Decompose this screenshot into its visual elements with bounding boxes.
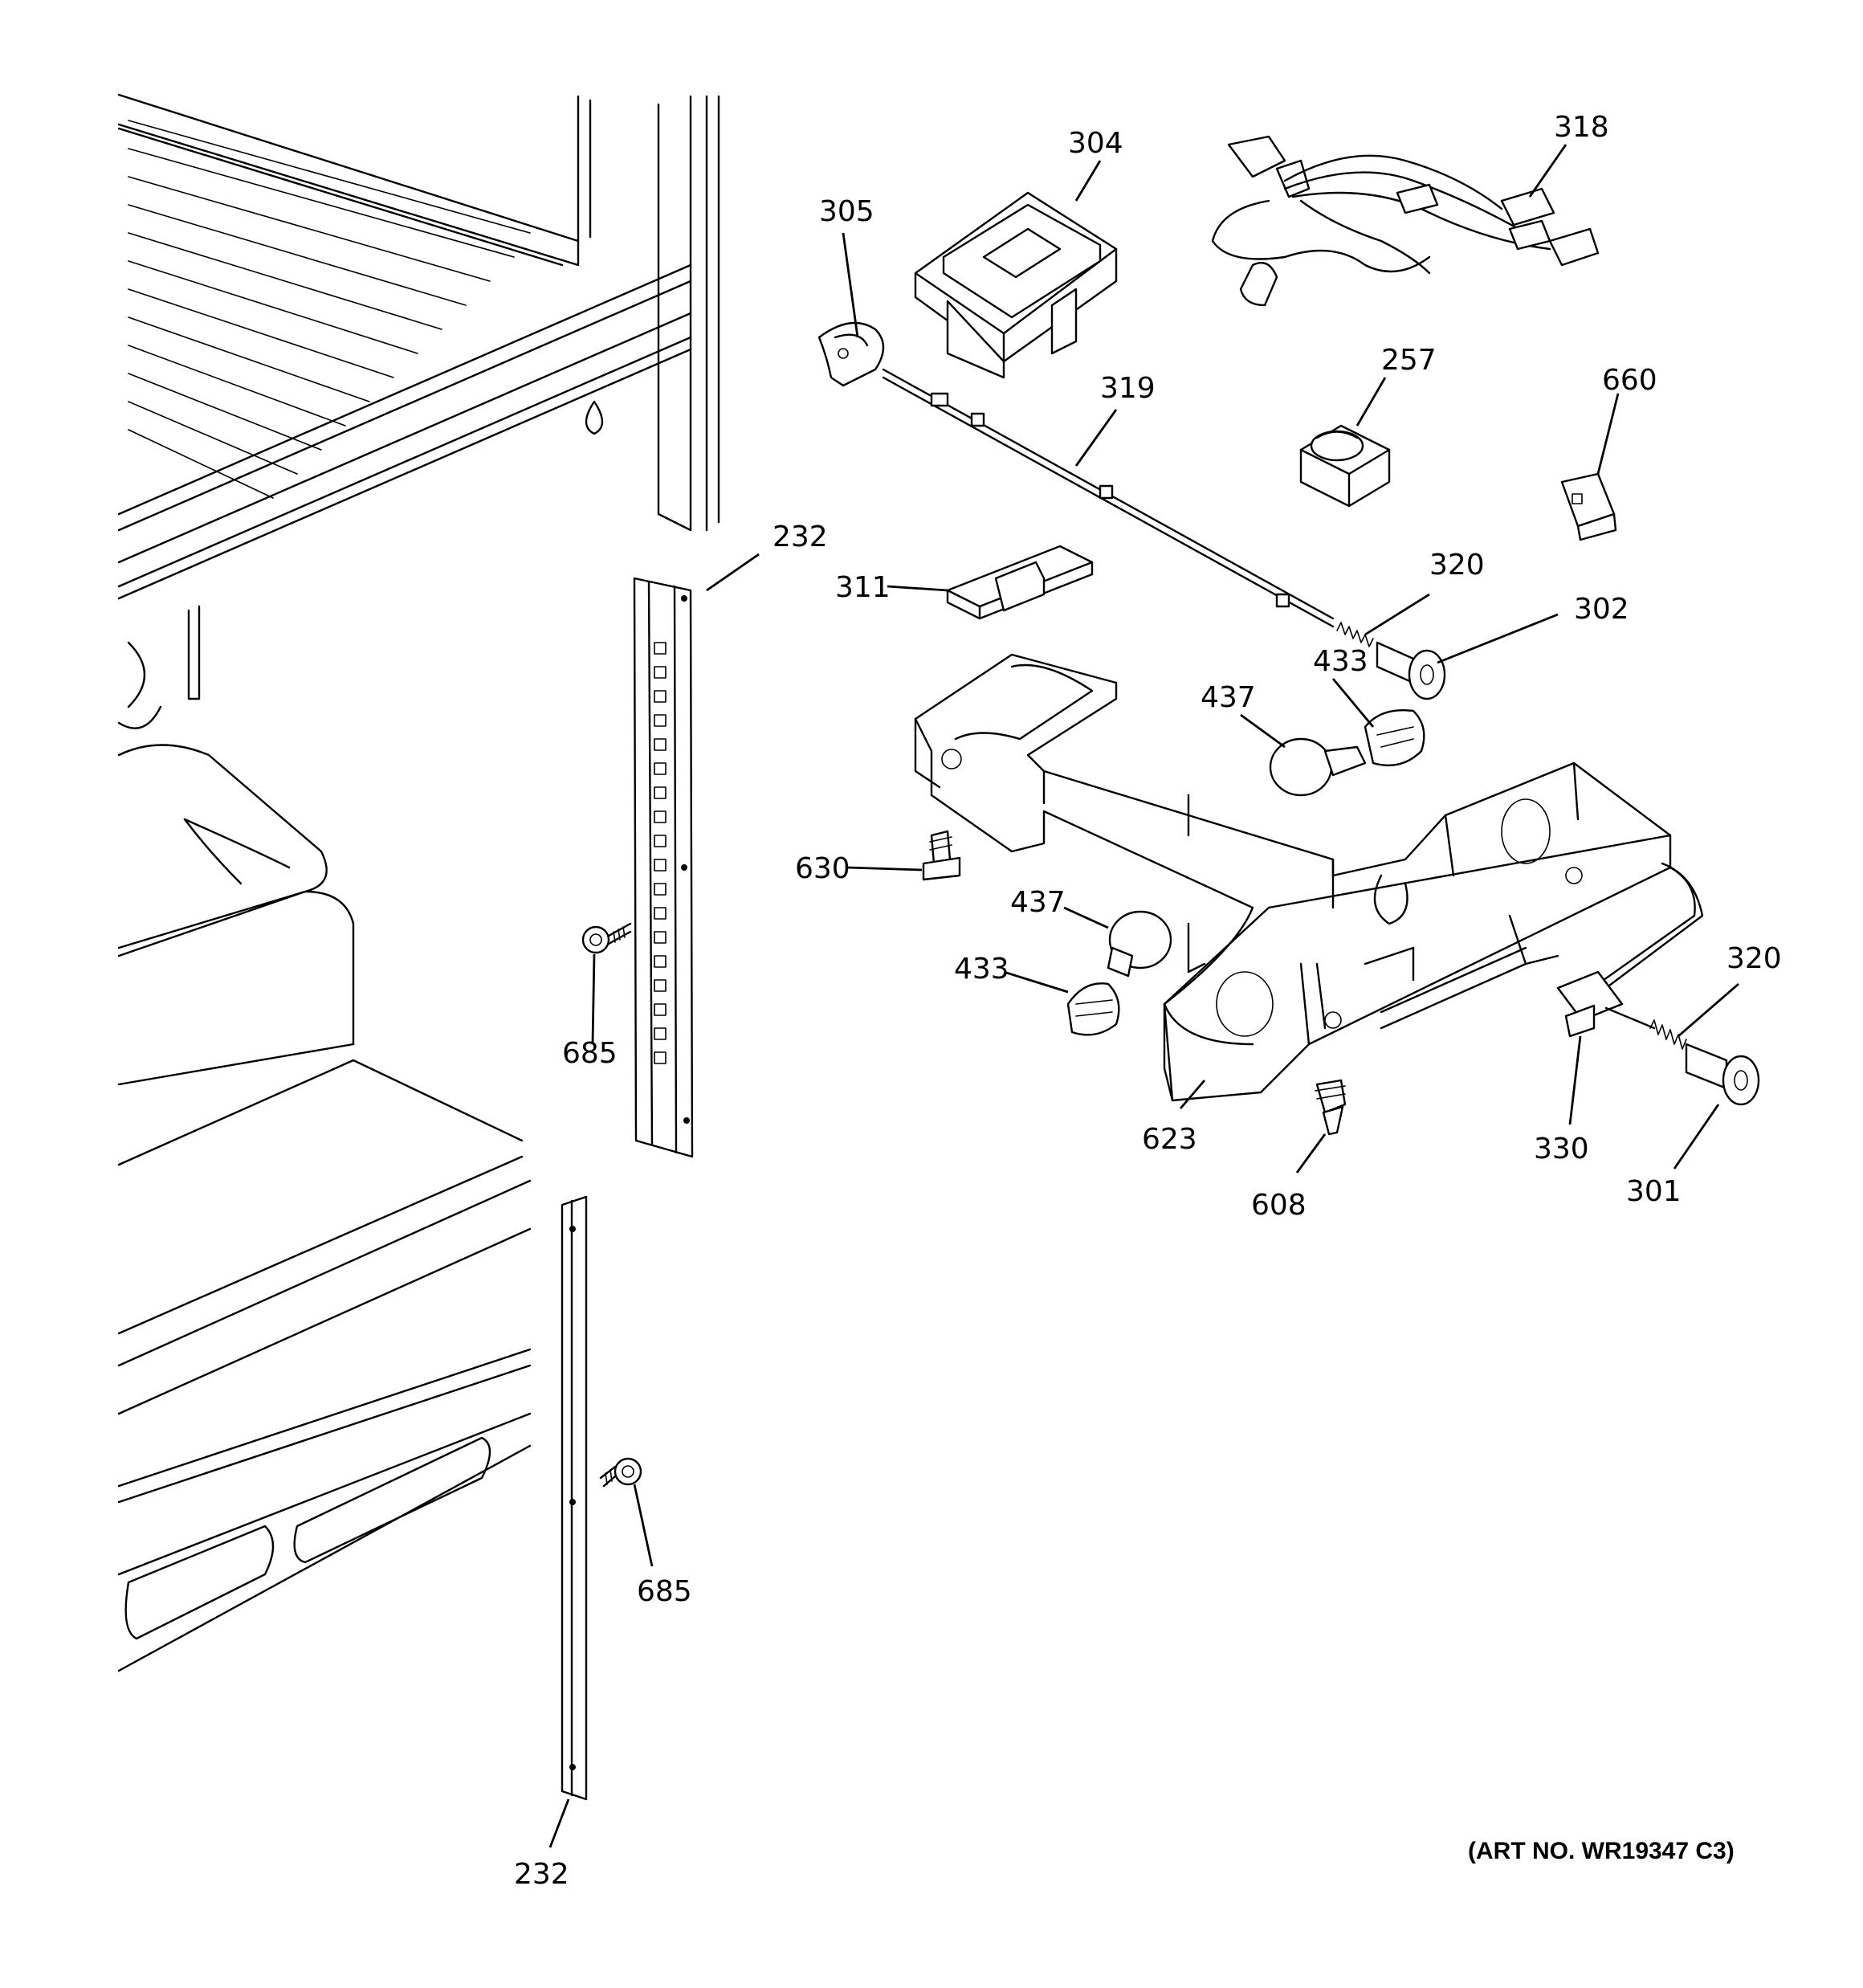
leader-lines xyxy=(548,144,1739,1848)
label-305: 305 xyxy=(819,195,874,228)
label-311: 311 xyxy=(835,571,891,604)
label-320-bottom: 320 xyxy=(1726,942,1782,975)
knob-302 xyxy=(1376,641,1446,700)
label-330: 330 xyxy=(1534,1133,1589,1165)
switch-330 xyxy=(1556,970,1656,1038)
label-318: 318 xyxy=(1554,111,1609,144)
wire-harness-318 xyxy=(1211,135,1600,307)
rod-319 xyxy=(882,368,1335,628)
label-608: 608 xyxy=(1251,1189,1307,1222)
label-232-bottom: 232 xyxy=(514,1858,569,1891)
shelf-ribs xyxy=(128,120,531,499)
cam-305 xyxy=(817,321,885,387)
label-232-top: 232 xyxy=(773,520,828,553)
callout-labels: 304 318 305 319 257 660 232 311 320 302 … xyxy=(514,111,1782,1891)
rail-slots xyxy=(654,642,667,1064)
label-433-top: 433 xyxy=(1313,645,1368,678)
art-number: (ART NO. WR19347 C3) xyxy=(1468,1838,1735,1864)
label-301: 301 xyxy=(1626,1175,1682,1208)
label-302: 302 xyxy=(1574,593,1629,626)
knob-301 xyxy=(1685,1043,1760,1106)
housing-623 xyxy=(914,653,1704,1102)
screw-685-bottom xyxy=(599,1457,642,1488)
label-319: 319 xyxy=(1100,372,1156,405)
spring-320-bottom xyxy=(1649,1019,1687,1050)
screw-630 xyxy=(922,830,961,881)
label-320-top: 320 xyxy=(1429,549,1485,582)
label-630: 630 xyxy=(795,852,850,885)
label-623: 623 xyxy=(1142,1123,1197,1156)
actuator-311 xyxy=(946,545,1094,620)
label-685-top: 685 xyxy=(562,1037,618,1070)
cabinet-drawing xyxy=(117,93,720,1672)
screw-685-top xyxy=(581,922,632,954)
label-660: 660 xyxy=(1602,364,1657,397)
rail-232-bottom xyxy=(561,1195,588,1801)
bulb-437-bottom xyxy=(1107,910,1172,978)
bulb-437-top xyxy=(1269,737,1367,797)
label-437-top: 437 xyxy=(1201,681,1256,714)
motor-257 xyxy=(1299,424,1391,508)
label-433-bottom: 433 xyxy=(954,953,1009,986)
label-257: 257 xyxy=(1381,344,1437,377)
cover-304 xyxy=(914,191,1118,379)
socket-433-bottom xyxy=(1066,982,1120,1036)
spring-320-top xyxy=(1336,622,1374,647)
label-304: 304 xyxy=(1068,127,1123,160)
label-685-bottom: 685 xyxy=(637,1575,692,1608)
socket-433-top xyxy=(1364,709,1425,766)
switch-660 xyxy=(1560,472,1617,541)
rail-232-top xyxy=(633,577,694,1158)
label-437-bottom: 437 xyxy=(1010,886,1066,919)
screw-608 xyxy=(1315,1079,1347,1136)
